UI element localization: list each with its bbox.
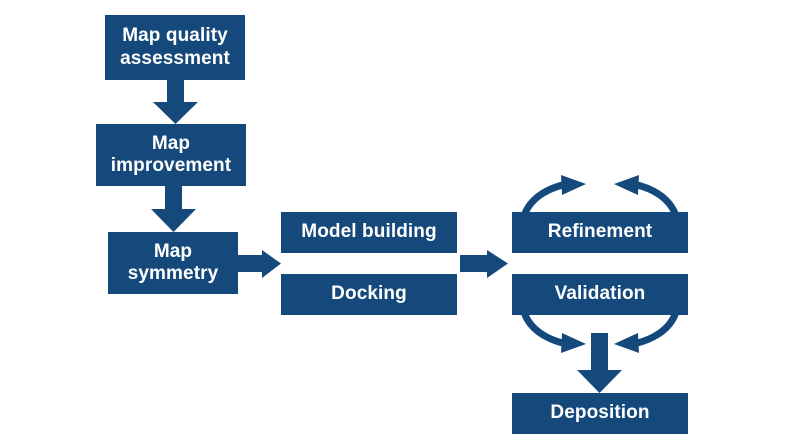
node-label-map-improvement: Map improvement <box>110 132 232 176</box>
node-map-improvement[interactable]: Map improvement <box>96 124 246 186</box>
node-label-docking: Docking <box>331 283 407 305</box>
edge-building-to-refinement-arrow <box>460 250 508 278</box>
node-docking[interactable]: Docking <box>281 274 457 315</box>
node-map-symmetry[interactable]: Map symmetry <box>108 232 238 294</box>
node-map-quality-assessment[interactable]: Map quality assessment <box>105 15 245 80</box>
node-refinement[interactable]: Refinement <box>512 212 688 253</box>
node-label-model-building: Model building <box>301 221 437 243</box>
edge-cycle-to-deposition-arrow <box>577 333 622 393</box>
edge-quality-to-improvement-arrow <box>153 80 198 124</box>
cycle-arc-top-left <box>520 175 586 218</box>
cycle-arc-top-right <box>614 175 680 218</box>
node-label-refinement: Refinement <box>547 221 653 243</box>
node-label-deposition: Deposition <box>550 402 650 424</box>
edge-symmetry-to-building-arrow <box>238 250 281 278</box>
cycle-arc-bottom-right <box>614 310 680 353</box>
node-deposition[interactable]: Deposition <box>512 393 688 434</box>
node-label-validation: Validation <box>554 283 646 305</box>
node-model-building[interactable]: Model building <box>281 212 457 253</box>
cycle-arc-bottom-left <box>520 310 586 353</box>
node-label-map-symmetry: Map symmetry <box>127 240 219 284</box>
node-label-map-quality-assessment: Map quality assessment <box>120 25 230 69</box>
node-validation[interactable]: Validation <box>512 274 688 315</box>
edge-improvement-to-symmetry-arrow <box>151 186 196 232</box>
